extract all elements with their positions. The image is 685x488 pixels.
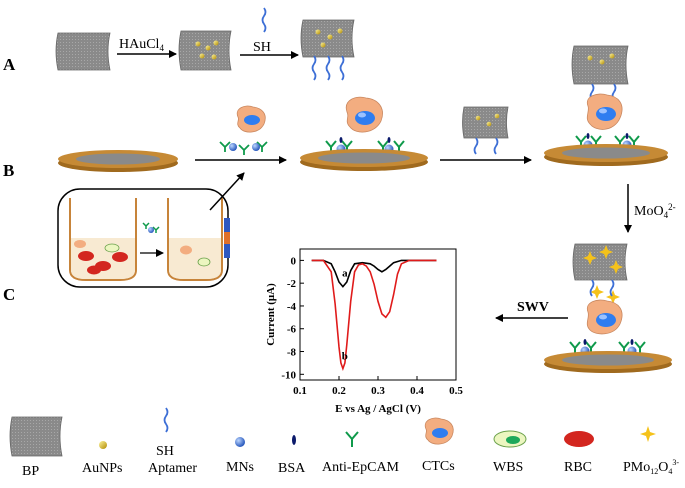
y-tick-label: -2 bbox=[287, 278, 297, 290]
sandwich-complex-pmo bbox=[544, 243, 672, 373]
aptamer-reagent-icon bbox=[261, 7, 267, 33]
haucl4-label: HAuCl bbox=[119, 37, 160, 52]
aunp-cluster-icon bbox=[195, 40, 219, 60]
blood-sample-inset bbox=[57, 188, 230, 288]
legend-wbs-icon bbox=[493, 430, 527, 448]
electrode-with-ctc bbox=[300, 96, 428, 171]
x-axis-label: E vs Ag / AgCl (V) bbox=[335, 403, 421, 415]
legend-pmo-label: PMo bbox=[623, 460, 650, 475]
legend-bsa-label: BSA bbox=[278, 461, 306, 476]
legend-ctc-icon bbox=[424, 417, 454, 445]
legend-aptamer-label: Aptamer bbox=[148, 461, 197, 476]
legend-aunp-icon bbox=[99, 441, 107, 449]
legend-antibody-icon bbox=[345, 431, 359, 447]
row-label-c: C bbox=[3, 285, 15, 304]
svg-text:MoO42-: MoO42- bbox=[634, 202, 676, 220]
y-axis-label: Current (μA) bbox=[265, 283, 277, 346]
ctc-mn-conjugate bbox=[219, 105, 268, 155]
series-a-line bbox=[311, 259, 437, 288]
legend-bsa-icon bbox=[292, 435, 296, 445]
y-tick-label: -4 bbox=[287, 301, 297, 313]
curve-b-annotation: b bbox=[342, 350, 348, 362]
x-tick-label: 0.3 bbox=[371, 385, 385, 397]
y-tick-label: -8 bbox=[287, 347, 297, 359]
x-tick-label: 0.1 bbox=[293, 385, 307, 397]
curve-a-annotation: a bbox=[342, 267, 348, 279]
legend-bp-icon bbox=[9, 416, 63, 457]
sh-arrow-label: SH bbox=[253, 40, 271, 55]
arrow-inset bbox=[209, 172, 245, 211]
bp-with-aptamers bbox=[300, 19, 355, 81]
legend-mns-label: MNs bbox=[226, 460, 254, 475]
swv-label: SWV bbox=[517, 300, 549, 315]
electrode-bare bbox=[58, 150, 178, 172]
bp-with-aunps bbox=[178, 30, 232, 71]
aptamer-probe-reagent bbox=[462, 106, 509, 155]
x-tick-label: 0.4 bbox=[410, 385, 424, 397]
legend-anti-epcam-label: Anti-EpCAM bbox=[322, 460, 400, 475]
moo4-label: MoO bbox=[634, 204, 664, 219]
plot-area bbox=[299, 248, 457, 381]
swv-chart: 0 -2 -4 -6 -8 -10 0.1 0.2 0.3 0.4 0.5 Current (μA… bbox=[265, 248, 463, 415]
svg-text:PMo12O43-: PMo12O43- bbox=[623, 458, 679, 476]
row-label-b: B bbox=[3, 161, 14, 180]
sandwich-complex-top bbox=[544, 45, 668, 166]
y-tick-label: -10 bbox=[281, 369, 296, 381]
legend-rbc-icon bbox=[564, 431, 594, 447]
legend-ctcs-label: CTCs bbox=[422, 459, 455, 474]
legend-bp-label: BP bbox=[22, 464, 39, 479]
y-tick-label: 0 bbox=[291, 255, 297, 267]
legend-wbs-label: WBS bbox=[493, 460, 523, 475]
x-tick-label: 0.2 bbox=[332, 385, 346, 397]
svg-text:HAuCl4: HAuCl4 bbox=[119, 37, 164, 53]
legend-rbc-label: RBC bbox=[564, 460, 592, 475]
row-label-a: A bbox=[3, 55, 16, 74]
legend-aptamer-icon bbox=[163, 407, 169, 433]
x-tick-label: 0.5 bbox=[449, 385, 463, 397]
legend: BP AuNPs SH Aptamer MNs BSA Anti-EpCAM C… bbox=[9, 407, 679, 479]
y-tick-label: -6 bbox=[287, 324, 297, 336]
legend-aunps-label: AuNPs bbox=[82, 461, 122, 476]
legend-sh-label: SH bbox=[156, 444, 174, 459]
legend-mn-icon bbox=[235, 437, 245, 447]
legend-pmo-icon bbox=[640, 426, 656, 442]
series-b-line bbox=[311, 259, 437, 372]
bp-plain-sheet bbox=[55, 32, 111, 71]
